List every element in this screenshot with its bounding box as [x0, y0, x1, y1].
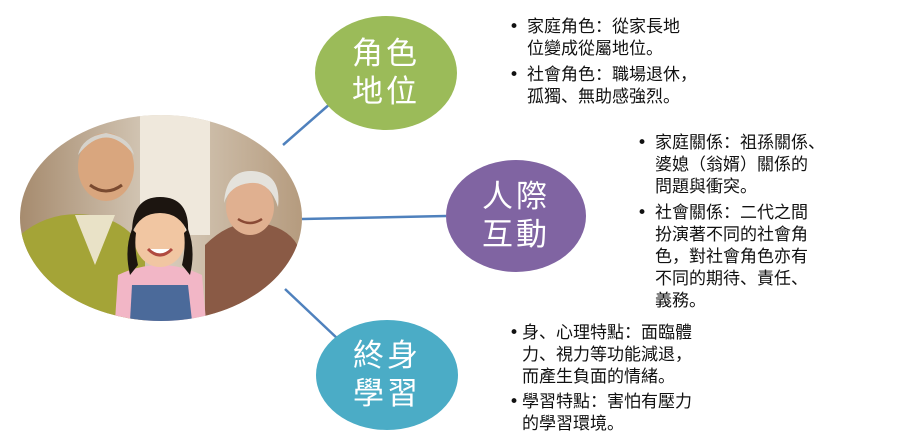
bullet-learning-traits: 學習特點：害怕有壓力 的學習環境。 [509, 391, 779, 435]
node-role-status-label-line-1: 角色 [352, 36, 420, 72]
node-role-status: 角色 地位 [315, 16, 457, 130]
bullet-line: 義務。 [655, 291, 706, 311]
role-status-bullets: 家庭角色：從家長地 位變成從屬地位。 社會角色：職場退休， 孤獨、無助感強烈。 [509, 16, 799, 112]
family-photo [20, 115, 302, 321]
node-learning-label-line-1: 終身 [353, 338, 421, 374]
bullet-line: 不同的期待、責任、 [655, 269, 808, 289]
family-photo-icon [20, 115, 302, 321]
bullet-line: 孤獨、無助感強烈。 [527, 87, 680, 107]
bullet-line: 的學習環境。 [522, 414, 624, 434]
bullet-line: 社會關係：二代之間 [655, 203, 808, 223]
bullet-line: 位變成從屬地位。 [527, 39, 663, 59]
node-role-status-label-line-2: 地位 [352, 74, 420, 110]
node-interaction-label-line-1: 人際 [482, 179, 550, 215]
bullet-line: 色，對社會角色亦有 [655, 247, 808, 267]
bullet-line: 力、視力等功能減退， [522, 345, 692, 365]
connector-learning [284, 288, 340, 341]
bullet-line: 扮演著不同的社會角 [655, 225, 808, 245]
bullet-line: 婆媳（翁婿）關係的 [655, 155, 808, 175]
connector-interaction [301, 214, 447, 221]
node-lifelong-learning: 終身 學習 [316, 320, 458, 430]
node-interpersonal-interaction: 人際 互動 [446, 160, 586, 272]
bullet-family-relations: 家庭關係：祖孫關係、 婆媳（翁婿）關係的 問題與衝突。 [637, 132, 899, 198]
bullet-line: 而產生負面的情緒。 [522, 367, 675, 387]
bullet-family-role: 家庭角色：從家長地 位變成從屬地位。 [509, 16, 799, 60]
node-interaction-label-line-2: 互動 [482, 217, 550, 253]
interaction-bullets: 家庭關係：祖孫關係、 婆媳（翁婿）關係的 問題與衝突。 社會關係：二代之間 扮演… [637, 132, 899, 316]
learning-bullets: 身、心理特點：面臨體 力、視力等功能減退， 而產生負面的情緒。 學習特點：害怕有… [509, 322, 779, 438]
bullet-line: 學習特點：害怕有壓力 [522, 392, 692, 412]
bullet-line: 家庭關係：祖孫關係、 [655, 133, 825, 153]
bullet-line: 問題與衝突。 [655, 177, 757, 197]
bullet-line: 身、心理特點：面臨體 [522, 323, 692, 343]
bullet-line: 社會角色：職場退休， [527, 65, 697, 85]
node-learning-label-line-2: 學習 [353, 376, 421, 412]
bullet-physio-psych: 身、心理特點：面臨體 力、視力等功能減退， 而產生負面的情緒。 [509, 322, 779, 388]
bullet-social-relations: 社會關係：二代之間 扮演著不同的社會角 色，對社會角色亦有 不同的期待、責任、 … [637, 202, 899, 312]
bullet-social-role: 社會角色：職場退休， 孤獨、無助感強烈。 [509, 64, 799, 108]
bullet-line: 家庭角色：從家長地 [527, 17, 680, 37]
